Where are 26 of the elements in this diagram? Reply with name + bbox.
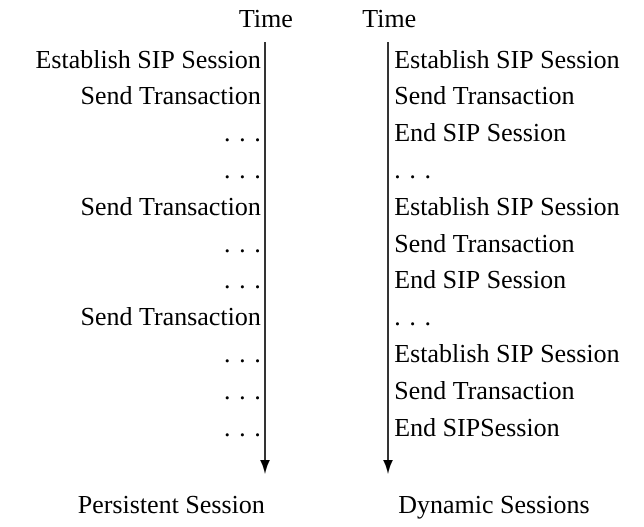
- event-label: Establish SIP Session: [394, 344, 620, 362]
- axis-label: Time: [362, 10, 416, 28]
- event-label: . . .: [226, 249, 260, 252]
- axis-label: Time: [239, 10, 292, 28]
- event-label: . . .: [396, 175, 430, 178]
- event-label: Send Transaction: [82, 196, 260, 216]
- event-label: End SIP Session: [394, 270, 566, 288]
- event-label: . . .: [226, 359, 260, 362]
- caption: Persistent Session: [78, 496, 264, 514]
- event-label: Send Transaction: [396, 234, 574, 252]
- event-label: . . .: [226, 285, 260, 288]
- event-label: . . .: [226, 138, 260, 142]
- event-label: . . .: [226, 433, 260, 436]
- event-label: Send Transaction: [396, 86, 574, 104]
- event-label: Send Transaction: [82, 86, 260, 104]
- event-label: Establish SIP Session: [394, 196, 620, 216]
- event-label: . . .: [226, 396, 260, 400]
- event-label: Establish SIP Session: [394, 50, 620, 68]
- event-label: . . .: [396, 322, 430, 326]
- event-label: End SIPSession: [394, 418, 560, 436]
- event-label: . . .: [226, 175, 260, 178]
- event-label: Send Transaction: [396, 380, 574, 400]
- event-label: Establish SIP Session: [36, 50, 260, 68]
- event-label: End SIP Session: [394, 122, 566, 142]
- caption: Dynamic Sessions: [398, 496, 589, 519]
- event-label: Send Transaction: [82, 306, 260, 326]
